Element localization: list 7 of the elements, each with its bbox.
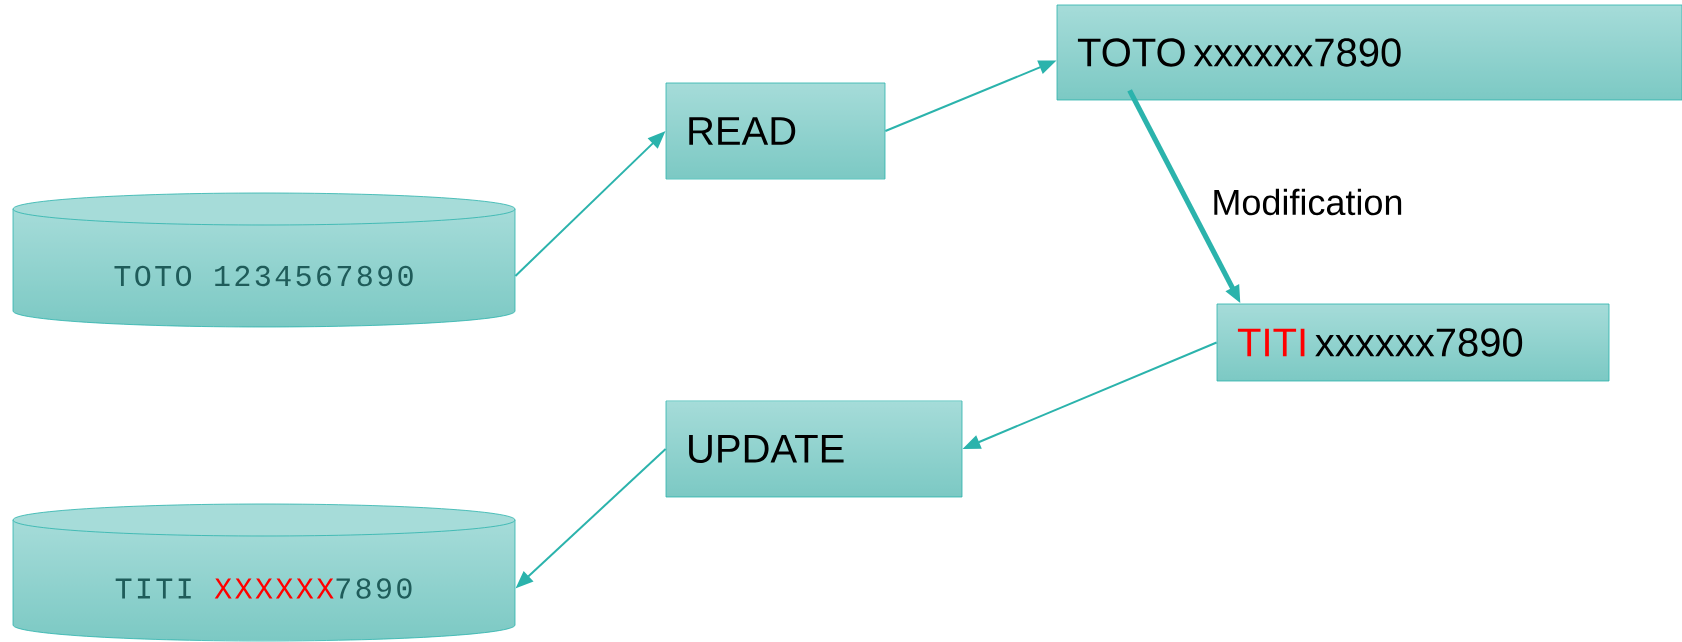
database-cylinder: TOTO 1234567890	[12, 192, 516, 328]
process-box: TOTO xxxxxx7890	[1056, 4, 1682, 101]
edge-label: Modification	[1214, 188, 1402, 216]
database-cylinder: TITI XXXXXX7890	[12, 503, 516, 642]
process-box: READ	[665, 82, 886, 180]
process-box: UPDATE	[665, 400, 963, 498]
process-box: TITI xxxxxx7890	[1216, 303, 1610, 382]
